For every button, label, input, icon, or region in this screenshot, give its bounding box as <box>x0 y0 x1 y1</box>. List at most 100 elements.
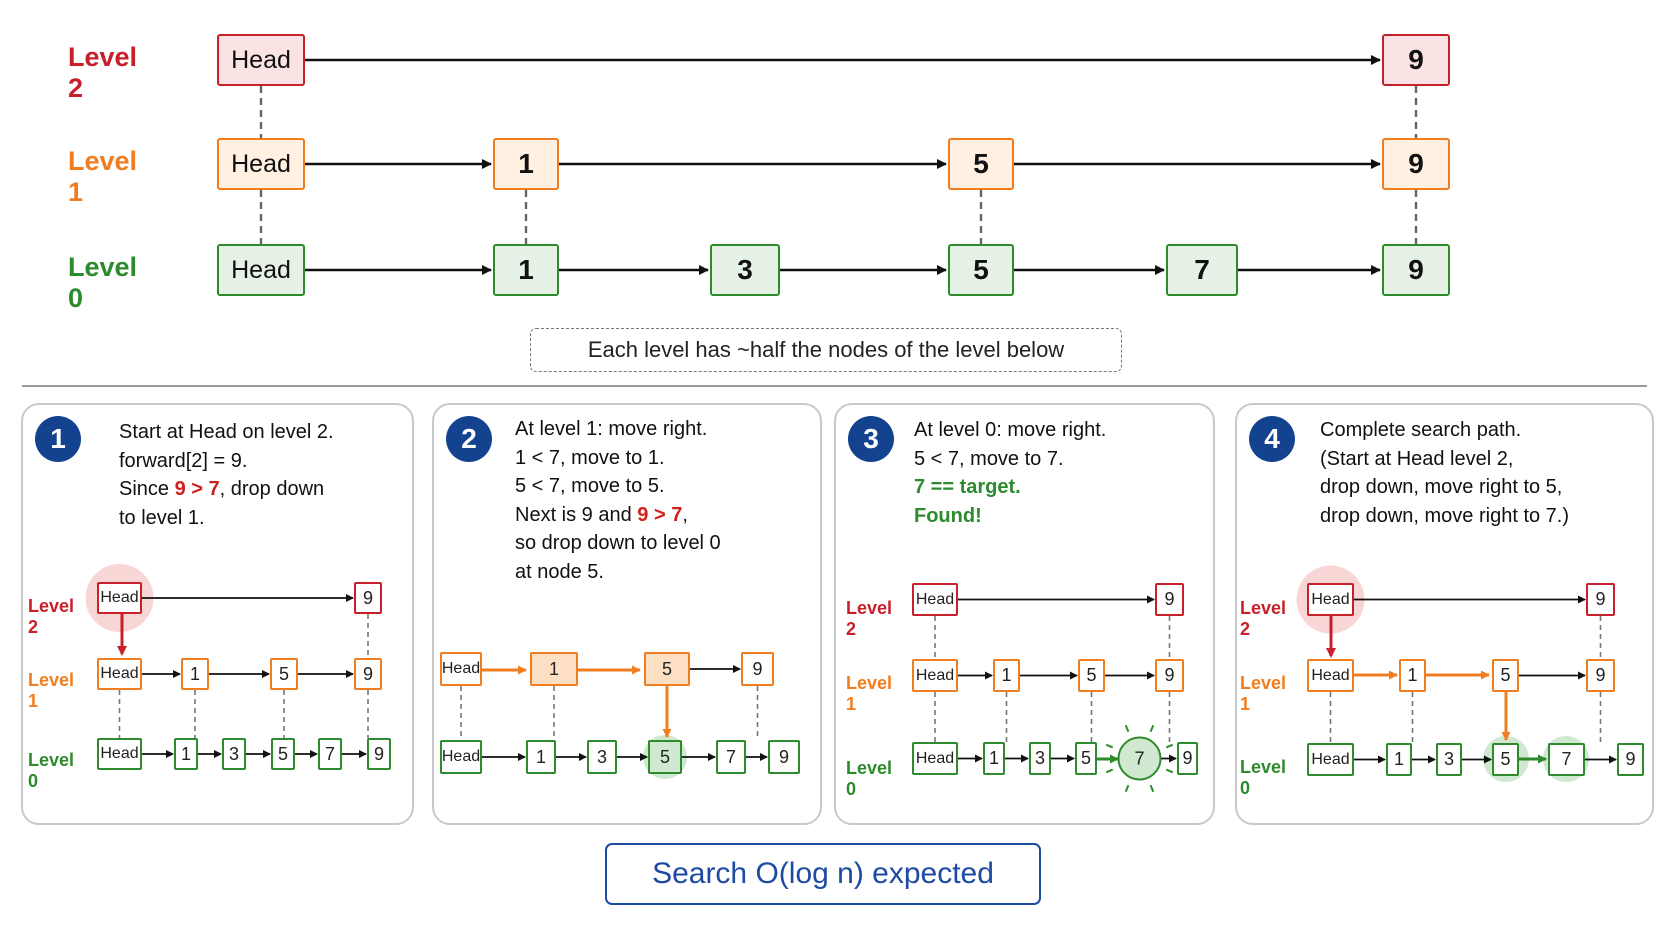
mini-node-p3-l0-7: 7 <box>1121 742 1158 775</box>
highlight-comparison: 9 > 7 <box>174 478 220 500</box>
mini-node-p1-l0-1: 1 <box>174 738 198 770</box>
top-level-label-2: Level 2 <box>68 42 138 103</box>
mini-node-p1-l1-1: 1 <box>181 658 209 690</box>
mini-node-p2-l0-head: Head <box>440 740 482 774</box>
step-badge-1: 1 <box>35 416 81 462</box>
mini-level-label-0: Level 0 <box>1240 757 1287 798</box>
top-node-l1-head: Head <box>217 138 305 190</box>
mini-node-p4-l1-5: 5 <box>1492 659 1519 692</box>
step-text-line: to level 1. <box>119 504 334 533</box>
mini-node-p4-l0-1: 1 <box>1386 743 1412 776</box>
step-text-line: 5 < 7, move to 5. <box>515 472 721 501</box>
step-text-line: At level 0: move right. <box>914 416 1106 445</box>
text-segment: , drop down <box>219 478 325 500</box>
step-text-1: Start at Head on level 2. forward[2] = 9.… <box>119 418 334 532</box>
mini-level-label-2: Level 2 <box>846 598 893 639</box>
step-text-line: Since 9 > 7, drop down <box>119 475 334 504</box>
text-segment: 1 < 7, move to 1. <box>515 446 665 469</box>
mini-level-label-0: Level 0 <box>846 758 893 799</box>
mini-node-p1-l1-head: Head <box>97 658 142 690</box>
top-node-l0-5: 5 <box>948 244 1014 296</box>
mini-node-p3-l1-head: Head <box>912 659 958 692</box>
step-text-line: drop down, move right to 7.) <box>1320 502 1569 531</box>
mini-node-p4-l2-9: 9 <box>1586 583 1615 616</box>
top-node-l0-1: 1 <box>493 244 559 296</box>
mini-node-p1-l2-9: 9 <box>354 582 382 614</box>
mini-node-p3-l0-5: 5 <box>1075 742 1097 775</box>
text-segment: to level 1. <box>119 506 205 529</box>
mini-node-p4-l0-5: 5 <box>1492 743 1519 776</box>
mini-node-p2-l0-1: 1 <box>526 740 556 774</box>
step-text-line: Next is 9 and 9 > 7, <box>515 501 721 530</box>
top-node-l1-5: 5 <box>948 138 1014 190</box>
highlight-result: Found! <box>914 504 982 527</box>
step-text-line: 7 == target. <box>914 473 1106 502</box>
section-divider <box>22 385 1647 387</box>
step-text-line: at node 5. <box>515 558 721 587</box>
mini-node-p3-l2-9: 9 <box>1155 583 1184 616</box>
mini-node-p1-l2-head: Head <box>97 582 142 614</box>
top-node-l1-1: 1 <box>493 138 559 190</box>
mini-level-label-1: Level 1 <box>28 670 75 711</box>
mini-node-p3-l1-9: 9 <box>1155 659 1184 692</box>
mini-node-p1-l0-head: Head <box>97 738 142 770</box>
step-panel-2 <box>432 403 822 825</box>
mini-node-p4-l0-3: 3 <box>1436 743 1462 776</box>
step-text-4: Complete search path. (Start at Head leve… <box>1320 416 1569 530</box>
step-text-line: (Start at Head level 2, <box>1320 445 1569 474</box>
text-segment: Start at Head on level 2. <box>119 421 334 443</box>
mini-node-p4-l1-head: Head <box>1307 659 1354 692</box>
top-node-l2-head: Head <box>217 34 305 86</box>
text-segment: at node 5. <box>515 560 604 583</box>
text-segment: 5 < 7, move to 7. <box>914 447 1064 470</box>
mini-level-label-2: Level 2 <box>28 596 75 637</box>
mini-node-p2-l0-9: 9 <box>768 740 800 774</box>
top-node-l1-9: 9 <box>1382 138 1450 190</box>
mini-node-p3-l0-3: 3 <box>1029 742 1051 775</box>
text-segment: , <box>682 503 688 526</box>
top-level-label-0: Level 0 <box>68 252 138 313</box>
mini-level-label-2: Level 2 <box>1240 598 1287 639</box>
step-text-line: 5 < 7, move to 7. <box>914 445 1106 474</box>
top-node-l2-9: 9 <box>1382 34 1450 86</box>
step-text-line: drop down, move right to 5, <box>1320 473 1569 502</box>
step-text-line: At level 1: move right. <box>515 415 721 444</box>
step-text-2: At level 1: move right. 1 < 7, move to 1.… <box>515 415 721 586</box>
mini-node-p1-l0-7: 7 <box>318 738 342 770</box>
mini-node-p2-l1-5: 5 <box>644 652 690 686</box>
text-segment: drop down, move right to 5, <box>1320 476 1563 498</box>
mini-node-p4-l0-head: Head <box>1307 743 1354 776</box>
top-level-label-1: Level 1 <box>68 146 138 207</box>
text-segment: so drop down to level 0 <box>515 532 721 554</box>
mini-level-label-1: Level 1 <box>846 673 893 714</box>
top-node-l0-head: Head <box>217 244 305 296</box>
step-badge-3: 3 <box>848 416 894 462</box>
step-text-line: forward[2] = 9. <box>119 447 334 476</box>
mini-node-p2-l0-3: 3 <box>587 740 617 774</box>
text-segment: 5 < 7, move to 5. <box>515 475 665 497</box>
complexity-footer: Search O(log n) expected <box>605 843 1041 905</box>
highlight-result: 7 == target. <box>914 476 1021 498</box>
step-text-line: Complete search path. <box>1320 416 1569 445</box>
top-node-l0-9: 9 <box>1382 244 1450 296</box>
mini-node-p3-l1-1: 1 <box>993 659 1020 692</box>
mini-node-p2-l1-1: 1 <box>530 652 578 686</box>
mini-node-p4-l0-9: 9 <box>1617 743 1644 776</box>
step-text-line: Start at Head on level 2. <box>119 418 334 447</box>
mini-node-p1-l0-3: 3 <box>222 738 246 770</box>
mini-node-p3-l0-1: 1 <box>983 742 1005 775</box>
text-segment: At level 1: move right. <box>515 418 708 440</box>
mini-node-p2-l1-9: 9 <box>741 652 774 686</box>
mini-level-label-0: Level 0 <box>28 750 75 791</box>
mini-node-p2-l0-5: 5 <box>648 740 682 774</box>
mini-node-p1-l1-5: 5 <box>270 658 298 690</box>
mini-node-p4-l0-7: 7 <box>1548 743 1585 776</box>
mini-node-p3-l0-head: Head <box>912 742 958 775</box>
text-segment: (Start at Head level 2, <box>1320 447 1514 470</box>
mini-node-p1-l1-9: 9 <box>354 658 382 690</box>
step-text-line: so drop down to level 0 <box>515 529 721 558</box>
mini-node-p4-l1-1: 1 <box>1399 659 1426 692</box>
mini-node-p3-l2-head: Head <box>912 583 958 616</box>
step-text-3: At level 0: move right.5 < 7, move to 7.… <box>914 416 1106 530</box>
text-segment: Complete search path. <box>1320 419 1522 441</box>
